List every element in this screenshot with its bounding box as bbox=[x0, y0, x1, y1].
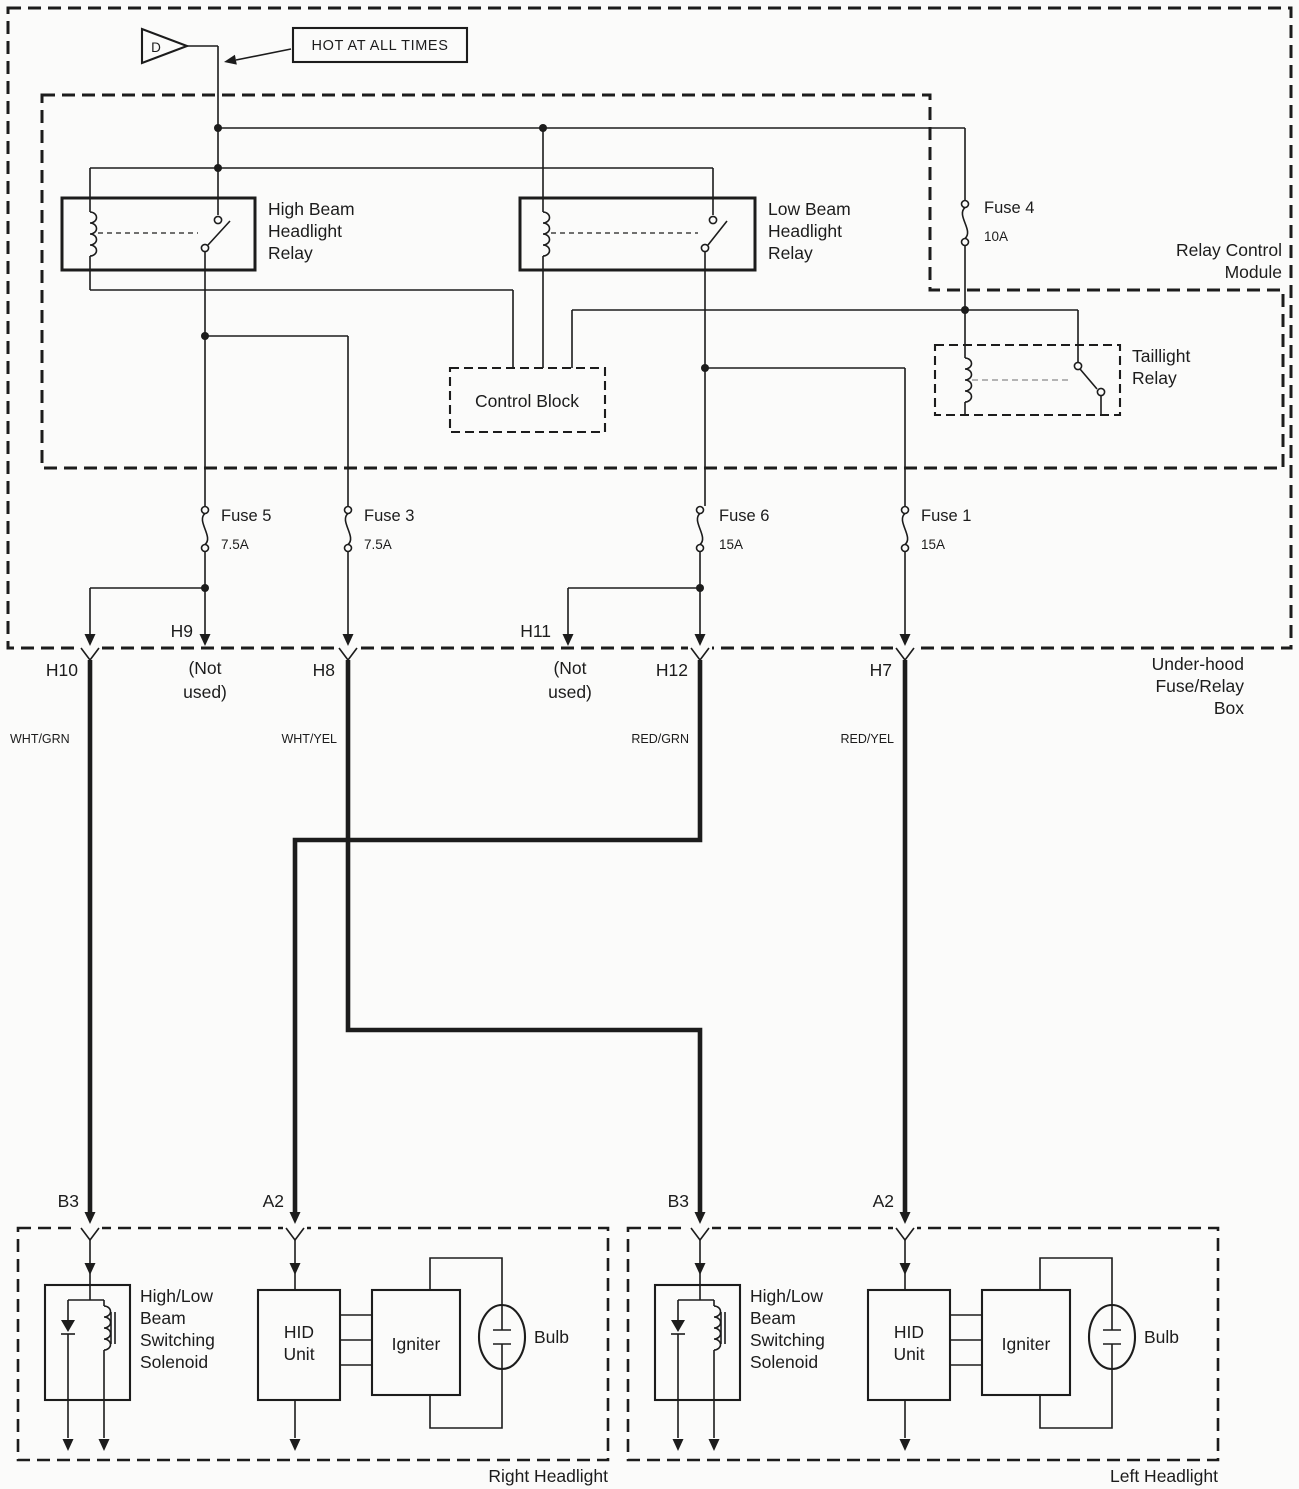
control-block-wires bbox=[89, 246, 1079, 368]
junction-dots bbox=[201, 124, 969, 592]
relay-control-module-label-1: Relay Control bbox=[1176, 240, 1282, 260]
right-headlight-title: Right Headlight bbox=[488, 1466, 608, 1486]
headlight-box bbox=[16, 1226, 610, 1462]
right-headlight-unit: B3 A2 High/Low Beam Switching Solenoid H… bbox=[16, 1191, 610, 1462]
solenoid-label-3: Switching bbox=[140, 1330, 215, 1350]
control-block-label: Control Block bbox=[475, 391, 579, 411]
power-bus-wires bbox=[89, 45, 966, 200]
low-beam-relay-box bbox=[518, 196, 757, 272]
solenoid-diode-icon bbox=[61, 1320, 75, 1332]
relay-output-wires bbox=[204, 270, 906, 506]
taillight-relay-label-2: Relay bbox=[1132, 368, 1177, 388]
circuit-flag-d bbox=[140, 27, 190, 65]
h11-not-used-label-2: used) bbox=[548, 682, 592, 702]
fuse-3-label: Fuse 3 bbox=[364, 507, 414, 525]
solenoid-label-2: Beam bbox=[140, 1308, 186, 1328]
low-beam-relay-label-3: Relay bbox=[768, 243, 813, 263]
fuse-1-rating: 15A bbox=[921, 537, 945, 552]
fuse-6-label: Fuse 6 bbox=[719, 507, 769, 525]
connector-h11-label: H11 bbox=[520, 621, 551, 641]
fuse-5-rating: 7.5A bbox=[221, 537, 249, 552]
taillight-relay-label-1: Taillight bbox=[1132, 346, 1190, 366]
pin-b3-label: B3 bbox=[58, 1191, 79, 1211]
high-beam-relay-label-1: High Beam bbox=[268, 199, 355, 219]
wire-color-red-grn: RED/GRN bbox=[631, 732, 689, 746]
control-block-box bbox=[448, 366, 607, 434]
fuse-output-wires bbox=[89, 552, 906, 638]
h9-not-used-label-1: (Not bbox=[188, 658, 221, 678]
fuse-3-symbol bbox=[343, 505, 353, 553]
fuse-5-symbol bbox=[200, 505, 210, 553]
pin-a2-label: A2 bbox=[263, 1191, 284, 1211]
fuse-5-label: Fuse 5 bbox=[221, 507, 271, 525]
low-beam-relay-label-1: Low Beam bbox=[768, 199, 851, 219]
connector-h7-label: H7 bbox=[870, 660, 892, 680]
wire-color-wht-grn: WHT/GRN bbox=[10, 732, 70, 746]
igniter-box bbox=[370, 1288, 462, 1397]
h9-not-used-label-2: used) bbox=[183, 682, 227, 702]
connector-h8-label: H8 bbox=[313, 660, 335, 680]
low-beam-relay-switch-arm bbox=[707, 220, 728, 246]
high-beam-relay-box bbox=[60, 196, 257, 272]
h11-not-used-label-1: (Not bbox=[553, 658, 586, 678]
high-beam-relay-coil bbox=[89, 211, 98, 257]
underhood-fuse-relay-box-outline bbox=[6, 6, 1293, 650]
hid-unit-label-2: Unit bbox=[283, 1344, 314, 1364]
connector-h10-label: H10 bbox=[46, 660, 78, 680]
taillight-relay-coil bbox=[964, 357, 973, 403]
hid-unit-label-1: HID bbox=[284, 1322, 314, 1342]
fuse-1-symbol bbox=[900, 505, 910, 553]
hid-unit-box bbox=[256, 1288, 342, 1402]
high-beam-relay-label-2: Headlight bbox=[268, 221, 342, 241]
bulb-label: Bulb bbox=[534, 1327, 569, 1347]
wire-wht-yel-h8 bbox=[345, 660, 703, 1212]
fuse-4-label: Fuse 4 bbox=[984, 199, 1034, 217]
left-headlight-title: Left Headlight bbox=[1110, 1466, 1218, 1486]
underhood-box-label-2: Fuse/Relay bbox=[1155, 676, 1244, 696]
hot-at-all-times-callout: HOT AT ALL TIMES bbox=[291, 26, 469, 64]
connector-h12-label: H12 bbox=[656, 660, 688, 680]
igniter-label: Igniter bbox=[392, 1334, 441, 1354]
low-beam-relay bbox=[518, 196, 757, 272]
hot-label-box bbox=[291, 26, 469, 64]
hot-label-text: HOT AT ALL TIMES bbox=[312, 38, 449, 54]
high-beam-relay-label-3: Relay bbox=[268, 243, 313, 263]
low-beam-relay-label-2: Headlight bbox=[768, 221, 842, 241]
solenoid-label-4: Solenoid bbox=[140, 1352, 208, 1372]
fuse-4-symbol bbox=[960, 199, 970, 247]
solenoid-coil-icon bbox=[103, 1305, 112, 1351]
fuse-6-symbol bbox=[695, 505, 705, 553]
connector-h9-label: H9 bbox=[171, 621, 193, 641]
taillight-relay bbox=[933, 343, 1122, 417]
underhood-box-label-1: Under-hood bbox=[1152, 654, 1244, 674]
relay-control-module-label-2: Module bbox=[1225, 262, 1282, 282]
low-beam-relay-coil bbox=[542, 211, 551, 257]
taillight-relay-switch-arm bbox=[1079, 368, 1098, 390]
fuse-3-rating: 7.5A bbox=[364, 537, 392, 552]
relay-control-module-outline bbox=[40, 93, 1285, 470]
flag-letter: D bbox=[151, 40, 161, 55]
wire-color-wht-yel: WHT/YEL bbox=[281, 732, 337, 746]
hid-igniter-links bbox=[340, 1314, 372, 1366]
fuse-6-rating: 15A bbox=[719, 537, 743, 552]
hot-feed-arrow bbox=[224, 54, 237, 65]
underhood-box-label-3: Box bbox=[1214, 698, 1244, 718]
flow-arrows bbox=[84, 48, 911, 1224]
wire-color-red-yel: RED/YEL bbox=[841, 732, 895, 746]
fuse-1-label: Fuse 1 bbox=[921, 507, 971, 525]
high-beam-relay bbox=[60, 196, 257, 272]
power-source-flag: D bbox=[140, 27, 190, 65]
wire-red-grn-h12 bbox=[292, 660, 703, 1212]
beam-switching-solenoid-box bbox=[43, 1283, 132, 1402]
igniter-bulb-loop bbox=[429, 1257, 511, 1429]
fuse-4-rating: 10A bbox=[984, 229, 1008, 244]
high-beam-relay-switch-arm bbox=[207, 220, 231, 246]
taillight-relay-box bbox=[933, 343, 1122, 417]
solenoid-label-1: High/Low bbox=[140, 1286, 213, 1306]
